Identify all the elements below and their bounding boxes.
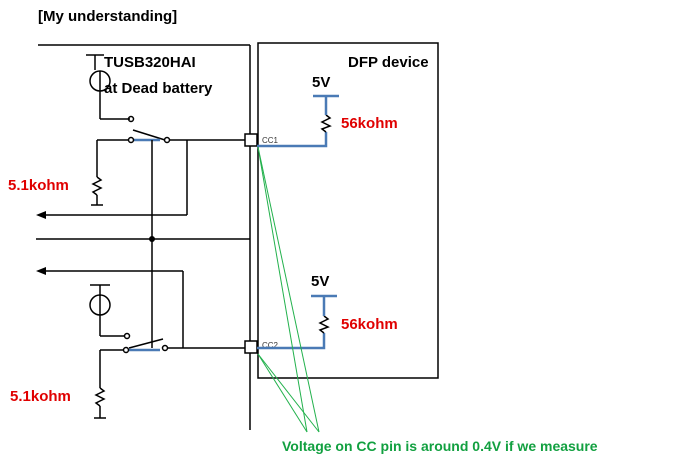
arrow-output-bottom [36,267,184,348]
bottom-pulldown-resistor [94,349,123,419]
svg-text:CC1: CC1 [262,136,279,145]
pullup-top-label: 56kohm [341,115,398,132]
note-callout-lines [257,146,320,433]
bottom-voltage-source [89,284,131,340]
dfp-label: DFP device [348,54,429,71]
bus-line [36,140,250,348]
top-switch [127,129,250,215]
top-voltage-source [86,54,135,123]
top-pulldown-resistor [91,139,128,206]
supply-top-label: 5V [312,74,330,91]
ic-label-line1: TUSB320HAI [104,54,196,71]
pulldown-top-label: 5.1kohm [8,177,69,194]
ic-outline [38,44,251,430]
supply-bottom-label: 5V [311,273,329,290]
svg-text:CC2: CC2 [262,341,279,350]
pullup-bottom-label: 56kohm [341,316,398,333]
cc1-pin: CC1 [244,133,279,147]
pulldown-bottom-label: 5.1kohm [10,388,71,405]
measurement-note: Voltage on CC pin is around 0.4V if we m… [282,438,598,454]
cc1-cable [257,94,339,148]
cc2-cable [257,294,337,350]
dfp-device-box [257,42,439,379]
ic-label-line2: at Dead battery [104,80,213,97]
arrow-output-top [36,211,187,219]
bottom-switch [122,338,250,354]
heading: [My understanding] [38,8,177,25]
